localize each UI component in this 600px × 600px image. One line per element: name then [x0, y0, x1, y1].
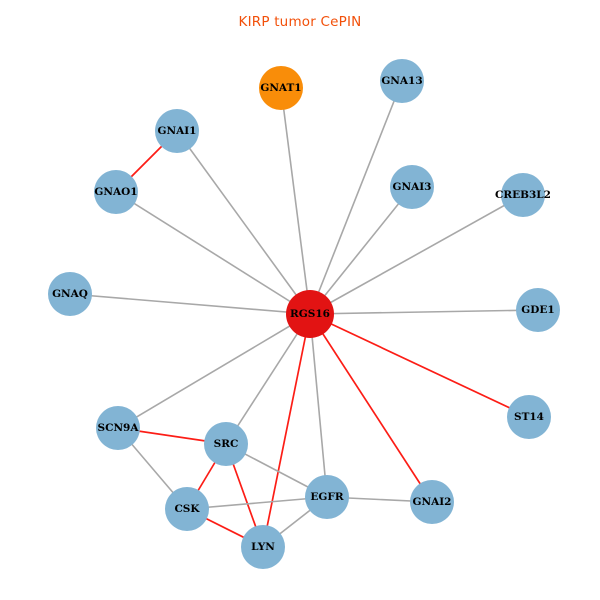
graph-edge-rgs16-gde1 — [309, 309, 539, 315]
node-label-egfr: EGFR — [310, 491, 343, 503]
node-label-gnaq: GNAQ — [52, 288, 88, 300]
graph-node-gna13[interactable]: GNA13 — [380, 59, 424, 103]
graph-node-scn9a[interactable]: SCN9A — [96, 406, 140, 450]
graph-node-rgs16[interactable]: RGS16 — [286, 290, 334, 338]
graph-node-gnai2[interactable]: GNAI2 — [410, 480, 454, 524]
node-circle-csk[interactable] — [165, 487, 209, 531]
graph-edge-rgs16-gnat1 — [280, 87, 311, 315]
node-label-rgs16: RGS16 — [290, 308, 330, 320]
node-circle-egfr[interactable] — [305, 475, 349, 519]
graph-node-st14[interactable]: ST14 — [507, 395, 551, 439]
node-circle-lyn[interactable] — [241, 525, 285, 569]
node-label-creb3l2: CREB3L2 — [495, 189, 551, 201]
graph-node-gnao1[interactable]: GNAO1 — [94, 170, 138, 214]
graph-node-gnaq[interactable]: GNAQ — [48, 272, 92, 316]
node-label-scn9a: SCN9A — [98, 422, 140, 434]
graph-edge-rgs16-gnai2 — [309, 313, 433, 503]
graph-node-gde1[interactable]: GDE1 — [516, 288, 560, 332]
node-circle-scn9a[interactable] — [96, 406, 140, 450]
graph-node-csk[interactable]: CSK — [165, 487, 209, 531]
node-circle-gde1[interactable] — [516, 288, 560, 332]
node-circle-src[interactable] — [204, 422, 248, 466]
node-label-gnao1: GNAO1 — [94, 186, 137, 198]
graph-edge-rgs16-creb3l2 — [309, 194, 524, 315]
graph-edge-csk-egfr — [186, 496, 328, 510]
node-label-csk: CSK — [174, 503, 200, 515]
node-circle-gnai3[interactable] — [390, 165, 434, 209]
graph-edge-rgs16-egfr — [309, 313, 328, 498]
graph-node-creb3l2[interactable]: CREB3L2 — [495, 173, 551, 217]
graph-node-gnai3[interactable]: GNAI3 — [390, 165, 434, 209]
graph-node-gnat1[interactable]: GNAT1 — [259, 66, 303, 110]
graph-node-src[interactable]: SRC — [204, 422, 248, 466]
graph-edge-rgs16-gnai3 — [309, 186, 413, 315]
node-label-src: SRC — [214, 438, 239, 450]
node-label-gnai3: GNAI3 — [393, 181, 432, 193]
graph-edge-rgs16-gna13 — [309, 80, 403, 315]
node-circle-gnaq[interactable] — [48, 272, 92, 316]
node-circle-st14[interactable] — [507, 395, 551, 439]
node-circle-gnai1[interactable] — [155, 109, 199, 153]
node-circle-rgs16[interactable] — [286, 290, 334, 338]
node-label-st14: ST14 — [514, 411, 544, 423]
node-circle-creb3l2[interactable] — [501, 173, 545, 217]
node-circle-gnat1[interactable] — [259, 66, 303, 110]
page-title: KIRP tumor CePIN — [238, 14, 362, 30]
graph-edge-rgs16-src — [225, 313, 311, 445]
node-label-gnai2: GNAI2 — [413, 496, 452, 508]
graph-edge-rgs16-gnao1 — [115, 191, 311, 315]
graph-node-egfr[interactable]: EGFR — [305, 475, 349, 519]
graph-edge-rgs16-gnai1 — [176, 130, 311, 315]
node-label-gnat1: GNAT1 — [260, 82, 301, 94]
node-label-lyn: LYN — [251, 541, 275, 553]
node-circle-gna13[interactable] — [380, 59, 424, 103]
node-label-gna13: GNA13 — [381, 75, 422, 87]
node-label-gnai1: GNAI1 — [158, 125, 197, 137]
graph-node-lyn[interactable]: LYN — [241, 525, 285, 569]
node-circle-gnao1[interactable] — [94, 170, 138, 214]
node-circle-gnai2[interactable] — [410, 480, 454, 524]
graph-edge-rgs16-lyn — [262, 313, 311, 548]
graph-edge-rgs16-st14 — [309, 313, 530, 418]
graph-edge-rgs16-scn9a — [117, 313, 311, 429]
graph-node-gnai1[interactable]: GNAI1 — [155, 109, 199, 153]
node-label-gde1: GDE1 — [521, 304, 554, 316]
graph-edge-rgs16-gnaq — [69, 293, 311, 315]
